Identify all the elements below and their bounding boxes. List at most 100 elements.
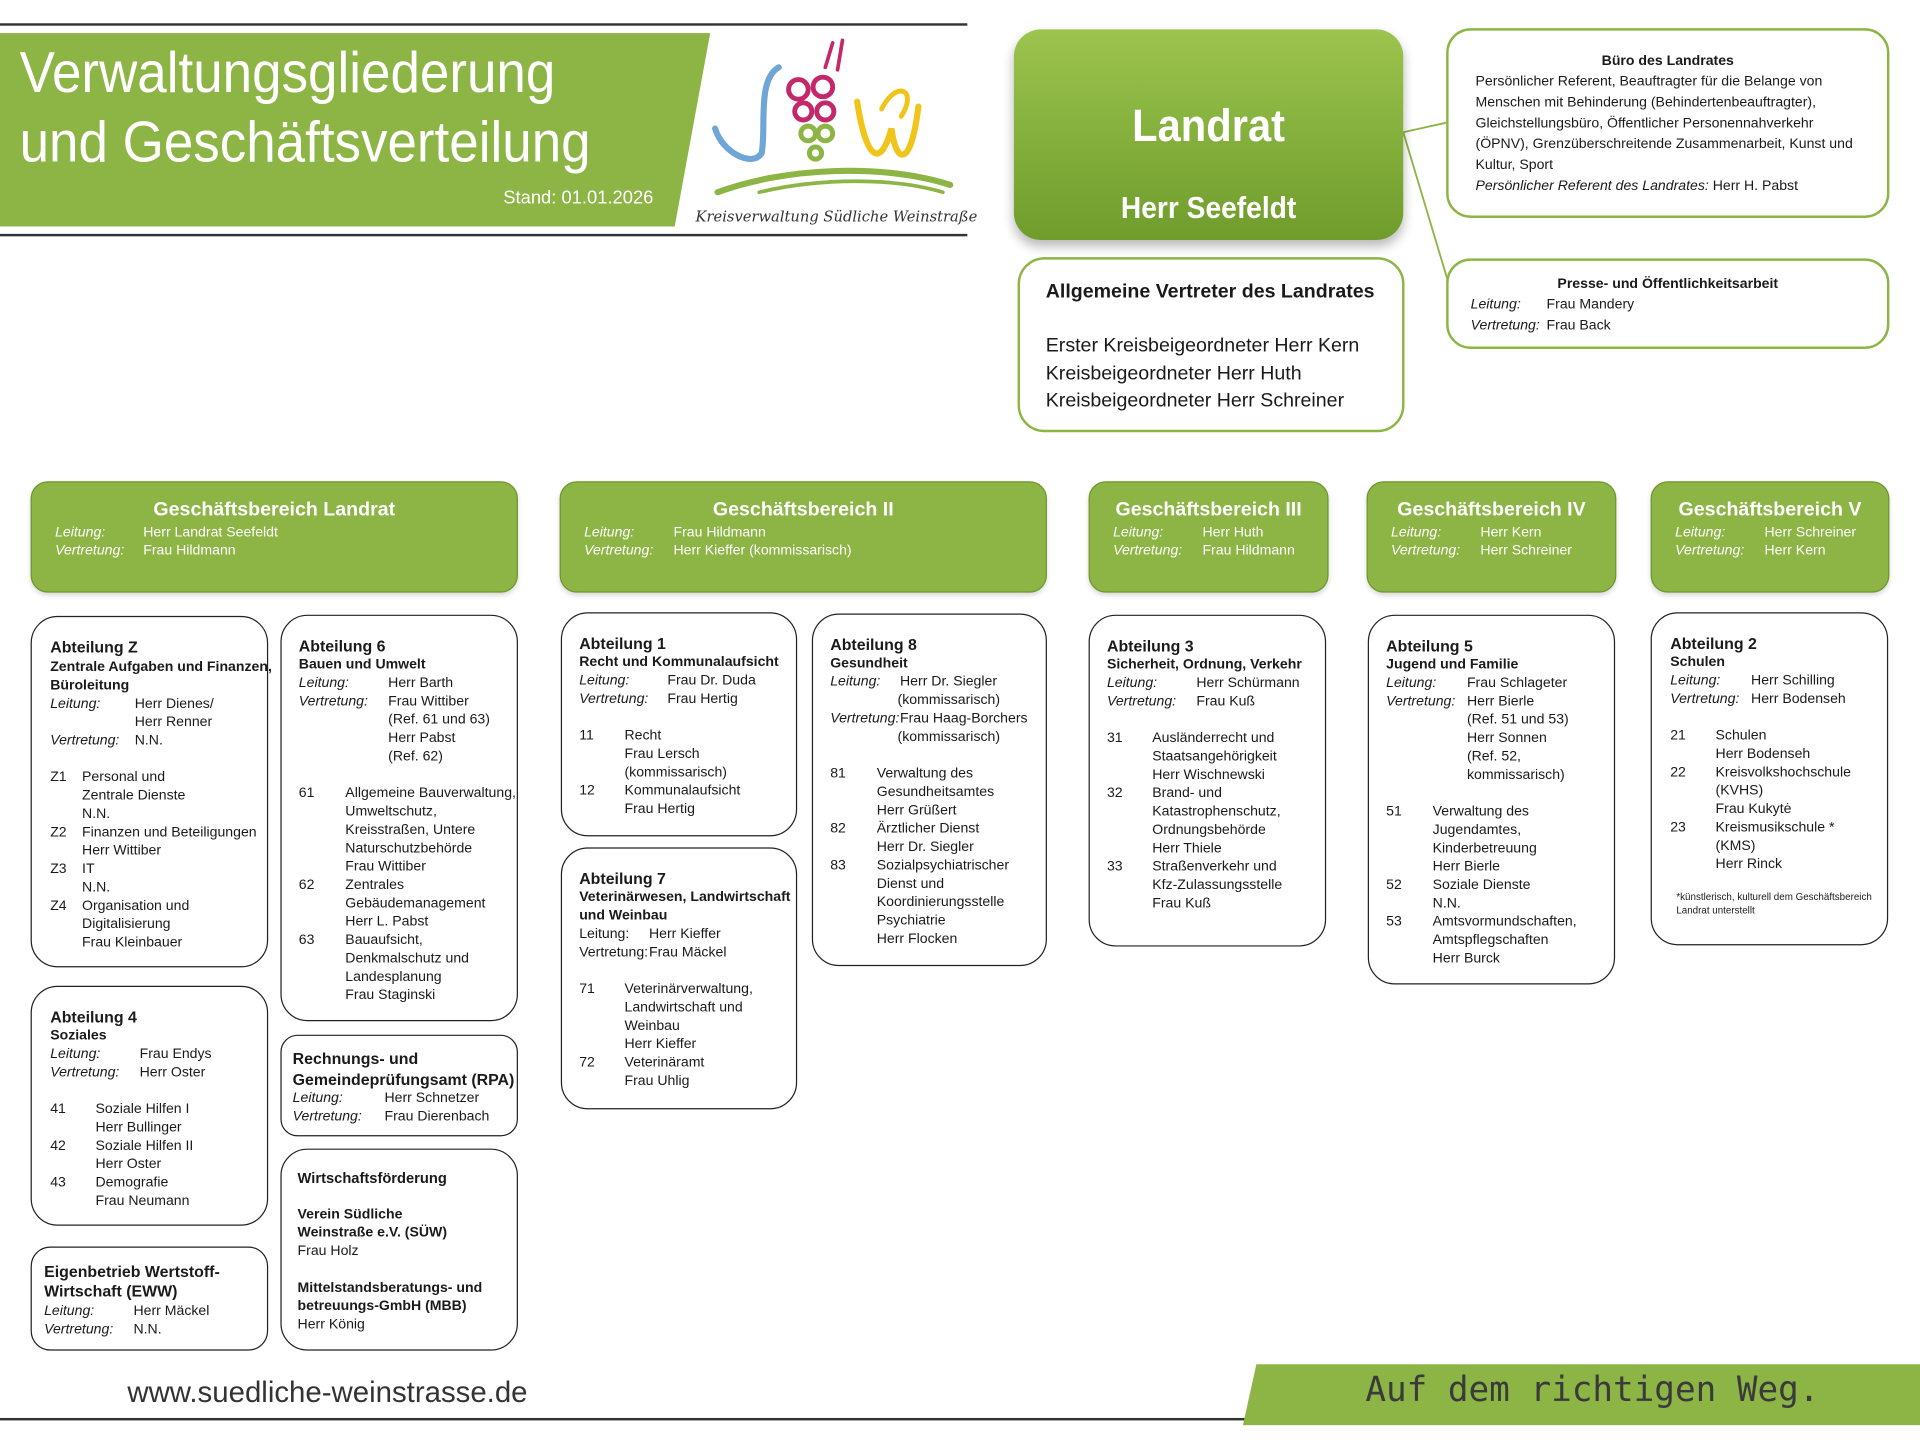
ref-number: 32 (1106, 786, 1123, 801)
vertretung-name: Frau Kuß (1196, 694, 1256, 709)
leitung-name: Herr Schnetzer (384, 1091, 480, 1106)
ref-number: Z4 (50, 898, 67, 914)
leitung-label: Leitung: (292, 1091, 343, 1106)
ref-number: 12 (579, 783, 595, 799)
ref-line: Staatsangehörigkeit (1152, 749, 1277, 765)
vertretung-label: Vertretung: (579, 945, 649, 961)
eww-title: Wirtschaft (EWW) (44, 1282, 178, 1301)
ref-line: Kreisstraßen, Untere (345, 822, 476, 838)
ref-line: Schulen (1715, 728, 1767, 744)
leitung-label: Leitung: (579, 926, 630, 942)
vertretung-name: (Ref. 51 und 53) (1466, 712, 1569, 728)
ref-number: 41 (50, 1102, 66, 1117)
header-bottom-rule (0, 233, 968, 237)
vertretung-name: Frau Mäckel (648, 945, 727, 961)
ref-line: Herr Kieffer (624, 1037, 697, 1052)
leitung-label: Leitung: (1670, 673, 1721, 689)
abteilung-7-box: Abteilung 7 Veterinärwesen, Landwirtscha… (560, 847, 798, 1110)
footnote: *künstlerisch, kulturell dem Geschäftsbe… (1676, 891, 1872, 903)
ref-line: Soziale Hilfen I (95, 1102, 190, 1117)
presse-title: Presse- und Öffentlichkeitsarbeit (1557, 276, 1779, 292)
landrat-title: Landrat (1132, 100, 1286, 151)
presse-leitung-label: Leitung: (1470, 297, 1521, 313)
ref-line: Finanzen und Beteiligungen (82, 825, 257, 841)
ref-line: N.N. (82, 806, 111, 822)
header-top-rule (0, 23, 968, 26)
gb-leitung-label: Leitung: (584, 525, 635, 541)
buero-referent: Persönlicher Referent des Landrates: Her… (1476, 178, 1798, 196)
gb-leitung-label: Leitung: (1391, 525, 1442, 541)
ref-line: Amtspflegschaften (1432, 933, 1549, 948)
ref-line: Verwaltung des (1432, 804, 1529, 820)
kreis-logo: Kreisverwaltung Südliche Weinstraße (686, 31, 977, 237)
vertretung-name: Frau Haag-Borchers (900, 711, 1028, 727)
abt-subtitle: Soziales (50, 1028, 107, 1044)
vertreter-box: Allgemeine Vertreter des Landrates Erste… (1017, 257, 1405, 433)
abt-title: Abteilung 8 (830, 635, 917, 654)
wifoe-org-title: Verein Südliche (297, 1207, 403, 1223)
logo-graphic (712, 38, 954, 196)
leitung-name: Herr Schilling (1751, 673, 1835, 689)
leitung-label: Leitung: (1106, 675, 1158, 691)
gb-title: Geschäftsbereich III (1115, 499, 1302, 521)
vertretung-name: Herr Pabst (388, 731, 456, 746)
ref-line: Brand- und (1152, 786, 1222, 801)
ref-line: Frau Kleinbauer (82, 935, 183, 951)
ref-line: Umweltschutz, (345, 804, 437, 820)
ref-line: Veterinärverwaltung, (624, 982, 753, 997)
wifoe-org-title: Mittelstandsberatungs- und (297, 1280, 483, 1296)
ref-line: Frau Lersch (624, 746, 700, 762)
gb-leitung-label: Leitung: (1675, 525, 1726, 541)
vertretung-label: Vertretung: (579, 691, 649, 707)
abt-title: Abteilung Z (50, 637, 138, 657)
wifoe-org-title: Weinstraße e.V. (SÜW) (297, 1225, 448, 1241)
vertreter-line: Erster Kreisbeigeordneter Herr Kern (1045, 335, 1360, 357)
vertretung-name: Frau Wittiber (388, 694, 469, 709)
rpa-box: Rechnungs- und Gemeindeprüfungsamt (RPA)… (280, 1034, 518, 1137)
vertretung-label: Vertretung: (1106, 694, 1177, 709)
ref-number: Z2 (50, 825, 67, 841)
gb-leitung-name: Herr Kern (1480, 525, 1542, 541)
eww-box: Eigenbetrieb Wertstoff- Wirtschaft (EWW)… (30, 1246, 269, 1351)
website-link[interactable]: www.suedliche-weinstrasse.de (127, 1376, 528, 1410)
gb-vertretung-name: Herr Kieffer (kommissarisch) (673, 543, 852, 559)
leitung-name: Herr Dienes/ (134, 696, 214, 712)
leitung-name: Herr Barth (388, 675, 454, 691)
buero-line: Persönlicher Referent, Beauftragter für … (1475, 74, 1823, 90)
leitung-name: Herr Mäckel (133, 1304, 210, 1319)
rpa-title: Rechnungs- und (292, 1049, 419, 1068)
ref-line: Naturschutzbehörde (345, 841, 473, 856)
abt-title: Abteilung 4 (50, 1007, 137, 1027)
slogan: Auf dem richtigen Weg. (1365, 1368, 1820, 1410)
abt-title: Abteilung 1 (579, 634, 666, 653)
gb-landrat: Geschäftsbereich Landrat Leitung: Herr L… (30, 481, 518, 593)
ref-line: IT (82, 862, 95, 877)
presse-box: Presse- und Öffentlichkeitsarbeit Leitun… (1446, 258, 1890, 349)
ref-line: Kreisvolkshochschule (1715, 765, 1851, 781)
leitung-name: Herr Schürmann (1196, 675, 1300, 691)
referent-name: Herr H. Pabst (1708, 178, 1799, 194)
gb-v: Geschäftsbereich V Leitung: Herr Schrein… (1650, 481, 1890, 593)
presse-leitung-name: Frau Mandery (1546, 297, 1635, 313)
gb-leitung-label: Leitung: (55, 525, 106, 541)
gb-ii: Geschäftsbereich II Leitung: Frau Hildma… (559, 481, 1047, 593)
vertreter-line: Kreisbeigeordneter Herr Huth (1045, 363, 1302, 385)
gb-title: Geschäftsbereich II (712, 499, 894, 521)
wifoe-org-contact: Herr König (297, 1317, 365, 1333)
abt-subtitle: Veterinärwesen, Landwirtschaft (579, 890, 791, 905)
ref-line: N.N. (1432, 896, 1461, 912)
buero-line: Gleichstellungsbüro, Öffentlicher Person… (1475, 116, 1814, 132)
abt-subtitle: Schulen (1670, 655, 1725, 670)
ref-number: 51 (1386, 804, 1402, 820)
vertretung-name: N.N. (134, 733, 163, 749)
ref-line: Gebäudemanagement (345, 896, 486, 912)
ref-line: Veterinäramt (624, 1055, 705, 1071)
ref-line: Frau Neumann (95, 1193, 190, 1209)
abteilung-5-box: Abteilung 5 Jugend und Familie Leitung: … (1367, 614, 1616, 985)
leitung-label: Leitung: (579, 673, 630, 689)
wirtschaftsfoerderung-box: Wirtschaftsförderung Verein Südliche Wei… (280, 1148, 518, 1351)
leitung-name: Herr Renner (134, 715, 213, 730)
ref-line: Herr Grüßert (876, 803, 957, 818)
